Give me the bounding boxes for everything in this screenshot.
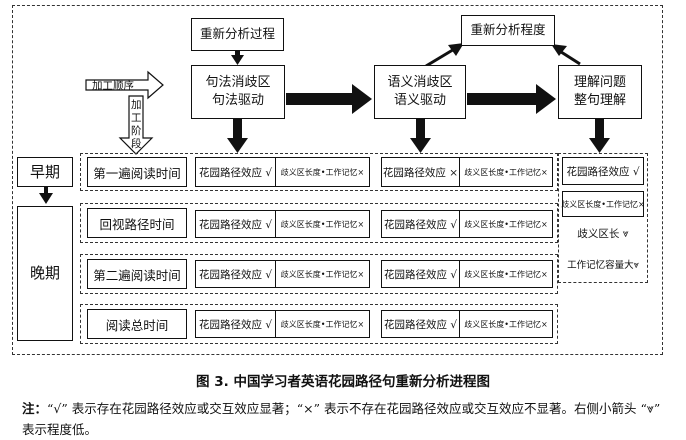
arrow-early-to-late bbox=[44, 186, 48, 194]
row-label-regression-path: 回视路径时间 bbox=[87, 208, 187, 238]
row3-semantic-interaction: 歧义区长度•工作记忆× bbox=[459, 260, 553, 288]
row2-semantic-interaction: 歧义区长度•工作记忆× bbox=[459, 210, 553, 238]
reanalysis-degree-box: 重新分析程度 bbox=[461, 15, 555, 46]
understanding-results-frame bbox=[558, 153, 648, 283]
row-frame-2 bbox=[80, 203, 558, 243]
row2-syntax-gp: 花园路径效应 √ bbox=[195, 210, 276, 238]
diagram-frame bbox=[12, 5, 663, 355]
row-frame-4 bbox=[80, 304, 558, 344]
row-frame-1 bbox=[80, 153, 558, 191]
figure-note: 注：“√” 表示存在花园路径效应或交互效应显著；“×” 表示不存在花园路径效应或… bbox=[22, 398, 672, 440]
note-label: 注： bbox=[22, 401, 48, 416]
processing-order-arrow bbox=[85, 70, 164, 100]
row-label-first-pass: 第一遍阅读时间 bbox=[87, 157, 187, 187]
understanding-memory-capacity: 工作记忆容量大⩔ bbox=[562, 251, 644, 277]
understanding-gp-effect: 花园路径效应 √ bbox=[562, 157, 644, 185]
figure-caption: 图 3. 中国学习者英语花园路径句重新分析进程图 bbox=[196, 374, 490, 390]
arrow-semantic-to-degree bbox=[425, 46, 457, 68]
row4-syntax-gp: 花园路径效应 √ bbox=[195, 310, 276, 338]
processing-stage-arrow bbox=[118, 95, 154, 155]
semantic-stage-box: 语义消歧区 语义驱动 bbox=[374, 65, 466, 119]
processing-stage-label: 加工阶段 bbox=[131, 99, 142, 150]
arrow-process-to-syntax bbox=[235, 51, 240, 56]
row4-syntax-interaction: 歧义区长度•工作记忆× bbox=[275, 310, 370, 338]
row3-semantic-gp: 花园路径效应 √ bbox=[381, 260, 460, 288]
syntax-stage-box: 句法消歧区 句法驱动 bbox=[191, 65, 285, 119]
row-label-second-pass: 第二遍阅读时间 bbox=[87, 259, 187, 289]
understanding-interaction: 歧义区长度•工作记忆× bbox=[561, 191, 645, 217]
arrow-understanding-down bbox=[595, 119, 604, 139]
row-frame-3 bbox=[80, 254, 558, 294]
row2-semantic-gp: 花园路径效应 √ bbox=[381, 210, 460, 238]
understanding-ambiguity-length: 歧义区长 ⩔ bbox=[562, 221, 644, 245]
row3-syntax-interaction: 歧义区长度•工作记忆× bbox=[275, 260, 370, 288]
early-box: 早期 bbox=[17, 157, 73, 187]
arrow-semantic-to-understanding bbox=[467, 84, 556, 114]
row1-semantic-interaction: 歧义区长度•工作记忆× bbox=[459, 157, 553, 187]
row4-semantic-interaction: 歧义区长度•工作记忆× bbox=[459, 310, 553, 338]
reanalysis-process-box: 重新分析过程 bbox=[191, 18, 284, 51]
row2-syntax-interaction: 歧义区长度•工作记忆× bbox=[275, 210, 370, 238]
arrow-semantic-down bbox=[416, 119, 425, 139]
arrow-syntax-to-semantic bbox=[286, 84, 372, 114]
processing-order-label: 加工顺序 bbox=[92, 80, 134, 92]
row4-semantic-gp: 花园路径效应 √ bbox=[381, 310, 460, 338]
understanding-stage-box: 理解问题 整句理解 bbox=[558, 65, 642, 119]
note-text: “√” 表示存在花园路径效应或交互效应显著；“×” 表示不存在花园路径效应或交互… bbox=[22, 401, 661, 437]
late-box: 晚期 bbox=[17, 206, 73, 341]
row1-syntax-gp: 花园路径效应 √ bbox=[195, 157, 276, 187]
row1-syntax-interaction: 歧义区长度•工作记忆× bbox=[275, 157, 370, 187]
arrow-syntax-down bbox=[233, 119, 242, 139]
row-label-total-time: 阅读总时间 bbox=[87, 309, 187, 339]
row1-semantic-gp: 花园路径效应 × bbox=[381, 157, 460, 187]
row3-syntax-gp: 花园路径效应 √ bbox=[195, 260, 276, 288]
